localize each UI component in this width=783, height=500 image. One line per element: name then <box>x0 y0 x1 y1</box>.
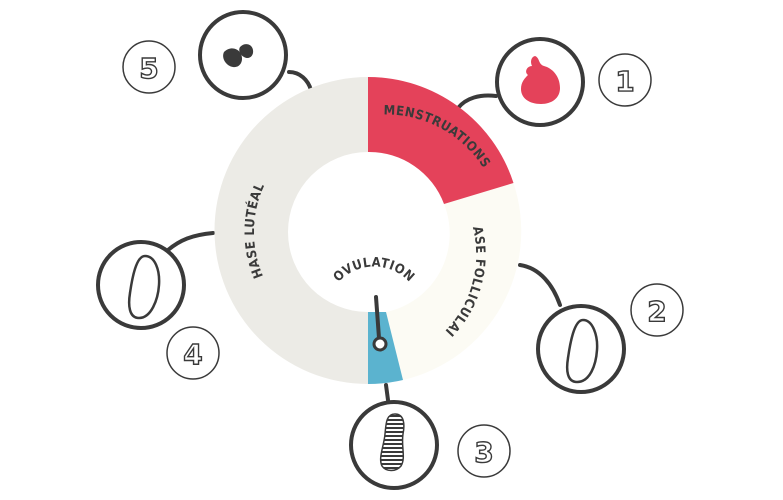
blood-drop-icon <box>521 56 560 104</box>
cycle-ring <box>214 77 522 385</box>
connector-1 <box>456 93 498 110</box>
follicular-phase-segment <box>386 183 522 380</box>
ovulation-pointer <box>372 295 388 352</box>
step-3-number: 3 <box>474 436 493 469</box>
egg-outline-icon <box>565 318 599 384</box>
step-1-number: 1 <box>615 65 634 98</box>
luteal-phase-segment <box>214 77 368 384</box>
ovulation-label: OVULATION <box>331 255 418 285</box>
connector-2 <box>518 263 562 307</box>
step-3-icon-circle <box>349 400 439 490</box>
connector-lines <box>166 70 562 402</box>
step-5-badge: 5 <box>122 40 176 94</box>
step-2-badge: 2 <box>630 283 684 337</box>
connector-3 <box>384 383 390 402</box>
step-2-number: 2 <box>647 295 666 328</box>
step-1-badge: 1 <box>598 53 652 107</box>
connector-5 <box>287 70 313 92</box>
step-2-icon-circle <box>536 304 626 394</box>
step-4-icon-circle <box>96 240 186 330</box>
step-4-number: 4 <box>183 338 202 371</box>
step-5-number: 5 <box>139 52 158 85</box>
step-1-icon-circle <box>495 37 585 127</box>
shed-tissue-icon <box>223 44 254 68</box>
connector-4 <box>166 231 215 252</box>
menstruation-segment <box>368 77 514 204</box>
step-3-badge: 3 <box>457 424 511 478</box>
egg-outline-icon <box>127 254 161 320</box>
step-5-icon-circle <box>198 10 288 100</box>
step-4-badge: 4 <box>166 326 220 380</box>
